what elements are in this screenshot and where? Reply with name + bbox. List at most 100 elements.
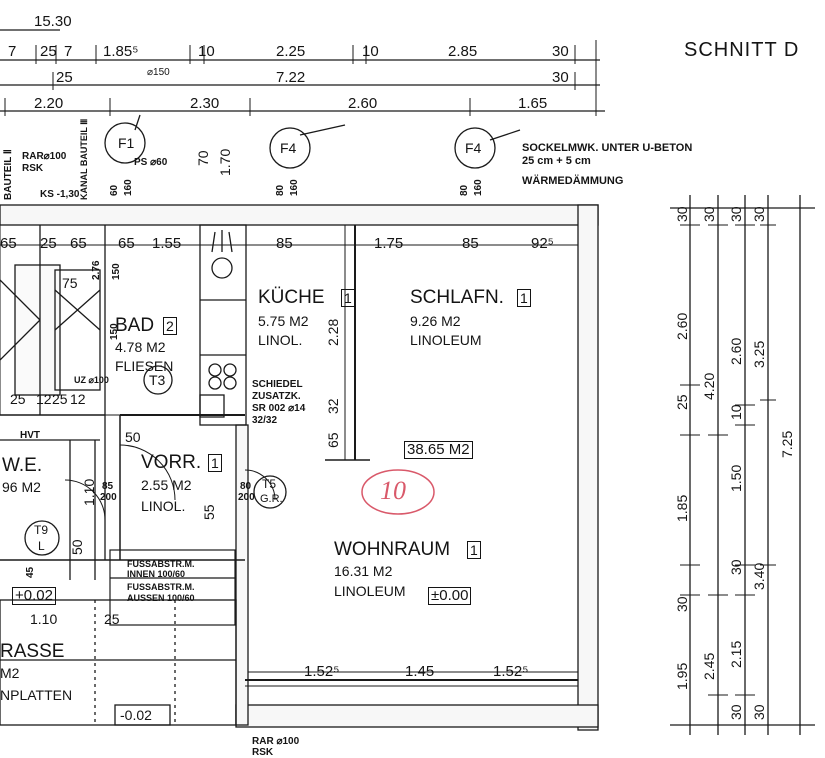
dim-misc-29: 150 [109,323,120,340]
note-bauteil: BAUTEIL Ⅱ [3,149,14,200]
sec-c1-4: 30 [674,596,690,612]
room-wc-area: 96 M2 [2,479,41,495]
room-vorr-num: 1 [208,454,222,472]
dim-r1-0: 7 [8,43,17,60]
dim-bottom-0: 1.52⁵ [304,663,340,680]
dim-misc-9: 200 [100,492,117,503]
room-vorr-floor: LINOL. [141,498,186,514]
sec-c3-5: 2.15 [728,640,744,668]
room-schlafn-num: 1 [517,289,531,307]
note-fussab-1: FUSSABSTR.M. [127,559,195,569]
marker-t3-circle [143,365,173,395]
note-fussab-3: FUSSABSTR.M. [127,582,195,592]
marker-t5-circle [253,475,287,509]
sec-c3-3: 1.50 [728,464,744,492]
dim-misc-26: 160 [473,179,484,196]
dim-r2-0: 25 [56,69,73,86]
marker-t9-circle [24,520,60,556]
dim-misc-0: 75 [62,275,78,291]
marker-f4a: F4 [280,140,297,156]
dim-misc-17: 32 [325,398,341,414]
dim-a-1: 25 [40,235,57,252]
sec-c4-3: 30 [751,704,767,720]
level-zero: ±0.00 [428,587,472,605]
room-bad-num: 2 [163,317,177,335]
sec-c3-6: 30 [728,704,744,720]
room-kueche-name: KÜCHE [258,287,325,308]
marker-f1-circle [104,122,146,164]
dim-misc-12: 25 [104,611,120,627]
note-ks: KS -1,30 [40,189,80,200]
marker-f4b: F4 [465,140,482,156]
dim-r3-1: 2.30 [190,95,220,112]
sec-c1-0: 30 [674,206,690,222]
note-rar-bottom: RAR ⌀100 [252,736,300,747]
dim-a-3: 65 [118,235,135,252]
room-number-circle [361,469,435,515]
dim-misc-6: 80 [240,481,252,492]
dim-misc-7: 200 [238,492,255,503]
dim-a-5: 85 [276,235,293,252]
room-terrasse-area: M2 [0,665,20,681]
marker-f1: F1 [118,135,135,151]
dim-r2-3: 30 [552,69,569,86]
dim-r1-2: 7 [64,43,73,60]
south-wall [235,704,599,728]
dim-r1-7: 2.85 [448,43,478,60]
dim-misc-24: 160 [289,179,300,196]
sec-c1-3: 1.85 [674,494,690,522]
fussab-box [109,549,236,626]
room-schlafn-name: SCHLAFN. [410,287,504,308]
dim-misc-16: 2.28 [325,318,341,346]
apartment-area: 38.65 M2 [404,441,473,459]
room-kueche-floor: LINOL. [258,332,303,348]
dim-misc-2: 12 [36,391,52,407]
room-wohnraum-name: WOHNRAUM [334,539,451,560]
dim-r1-1: 25 [40,43,57,60]
room-terrasse-name: RASSE [0,641,65,662]
marker-t5-a: T5 [262,477,277,491]
dim-r3-3: 1.65 [518,95,548,112]
room-bad-floor: FLIESEN [115,358,174,374]
room-terrasse-floor: NPLATTEN [0,687,73,703]
dim-misc-19: 70 [195,150,211,166]
dim-a-4: 1.55 [152,235,182,252]
dim-misc-22: 160 [123,179,134,196]
note-waerme: WÄRMEDÄMMUNG [522,175,624,187]
section-title: SCHNITT D [684,39,800,61]
sec-c1-5: 1.95 [674,662,690,690]
dim-misc-1: 25 [10,391,26,407]
marker-t9-a: T9 [34,523,49,537]
dim-bottom-1: 1.45 [405,663,435,680]
room-wohnraum-num: 1 [467,541,481,559]
dim-misc-15: 50 [69,539,85,555]
room-schlafn-floor: LINOLEUM [410,332,482,348]
dim-r3-0: 2.20 [34,95,64,112]
dim-misc-27: 150 [111,263,122,280]
north-wall [0,204,599,226]
note-rsk: RSK [22,163,44,174]
dim-misc-25: 80 [459,184,470,196]
note-rsk-bottom: RSK [252,747,274,758]
dim-misc-10: 55 [201,504,217,520]
room-vorr-name: VORR. [141,452,202,473]
dim-r2-2: 7.22 [276,69,306,86]
dim-misc-4: 12 [70,391,86,407]
note-schiedel-1: SCHIEDEL [252,379,303,390]
marker-t9-b: L [38,539,45,553]
marker-f4a-circle [269,127,311,169]
dim-a-6: 1.75 [374,235,404,252]
note-rar-top: RAR⌀100 [22,151,67,162]
sec-c3-0: 30 [728,206,744,222]
note-schiedel-3: SR 002 ⌀14 [252,403,306,414]
dim-r1-6: 10 [362,43,379,60]
note-kanal: KANAL BAUTEIL Ⅲ [79,118,89,200]
room-wohnraum-floor: LINOLEUM [334,583,406,599]
sec-c5-0: 7.25 [779,430,795,458]
note-schiedel-2: ZUSATZK. [252,391,301,402]
dim-a-2: 65 [70,235,87,252]
marker-t3: T3 [149,372,166,388]
note-ps: PS ⌀60 [134,157,168,168]
room-bad-area: 4.78 M2 [115,339,166,355]
level-minus: -0.02 [120,707,152,723]
